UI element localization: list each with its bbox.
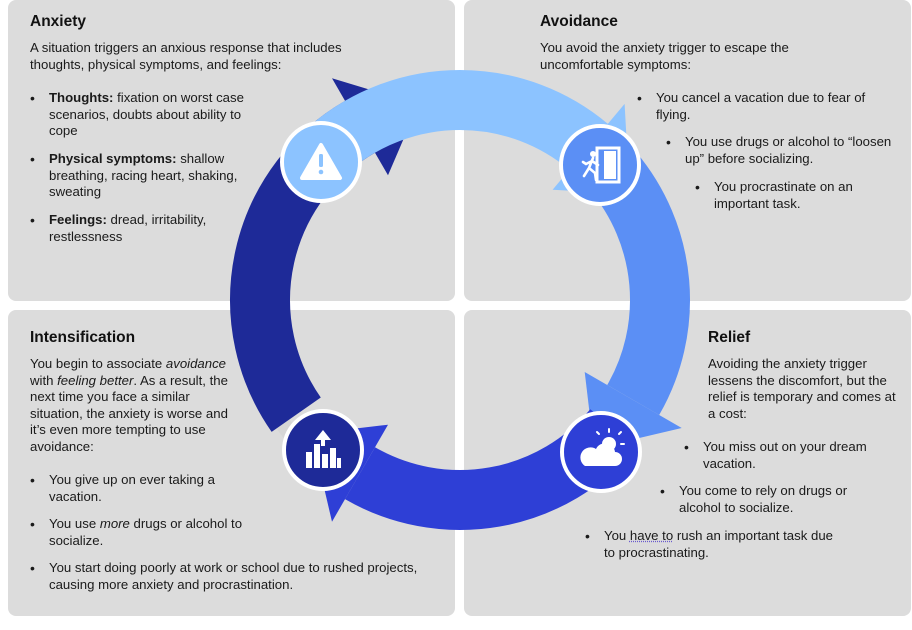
relief-item-drugs: You come to rely on drugs or alcohol to … [660, 483, 889, 516]
relief-title: Relief [708, 329, 751, 346]
intensification-title: Intensification [30, 329, 136, 346]
anxiety-item-feelings: Feelings: dread, irritability, restlessn… [30, 212, 249, 245]
avoidance-item-drugs: You use drugs or alcohol to “loosen up” … [666, 134, 910, 167]
avoidance-arrow [584, 152, 690, 449]
intensification-item-drugs: You use more drugs or alcohol to sociali… [30, 516, 264, 549]
intensification-intro: You begin to associate avoidance with fe… [30, 356, 228, 454]
anxiety-title: Anxiety [30, 13, 86, 30]
rising-bars-icon [282, 409, 364, 491]
anxiety-item-physical: Physical symptoms: shallow breathing, ra… [30, 151, 269, 201]
exit-door-icon [559, 124, 641, 206]
relief-item-procrastinate: You have to rush an important task due t… [585, 528, 834, 561]
relief-item-vacation: You miss out on your dream vacation. [684, 439, 873, 472]
avoidance-item-vacation: You cancel a vacation due to fear of fly… [637, 90, 901, 123]
avoidance-item-procrastinate: You procrastinate on an important task. [695, 179, 904, 212]
avoidance-intro: You avoid the anxiety trigger to escape … [540, 40, 789, 72]
intensification-item-vacation: You give up on ever taking a vacation. [30, 472, 249, 505]
intensification-item-work: You start doing poorly at work or school… [30, 560, 459, 593]
warning-icon [280, 121, 362, 203]
avoidance-title: Avoidance [540, 13, 618, 30]
anxiety-item-thoughts: Thoughts: fixation on worst case scenari… [30, 90, 269, 140]
partly-cloudy-icon [560, 411, 642, 493]
relief-intro: Avoiding the anxiety trigger lessens the… [708, 356, 896, 421]
anxiety-intro: A situation triggers an anxious response… [30, 40, 342, 72]
